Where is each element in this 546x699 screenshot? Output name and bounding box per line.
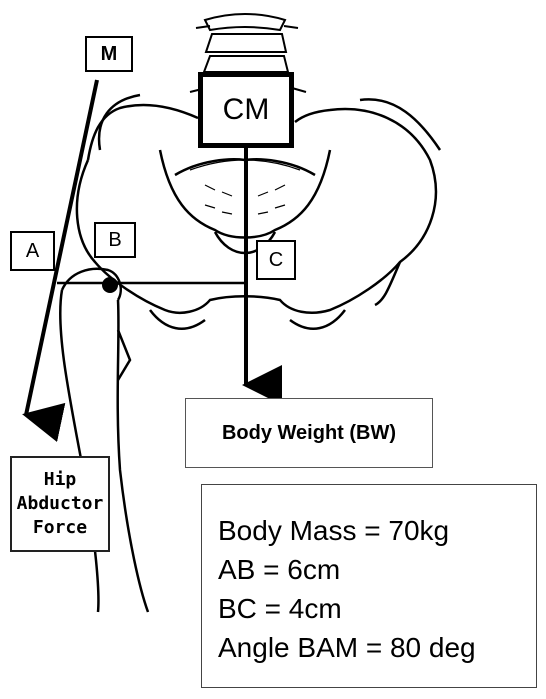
femur bbox=[59, 267, 150, 613]
point-m-label: M bbox=[85, 36, 133, 72]
point-b-label: B bbox=[94, 222, 136, 258]
ab-length-text: AB = 6cm bbox=[218, 554, 341, 585]
pelvis-outline bbox=[75, 93, 442, 330]
hip-abductor-line-3: Force bbox=[32, 517, 88, 538]
hip-abductor-arrow bbox=[22, 79, 99, 443]
parameters-box: Body Mass = 70kg AB = 6cm BC = 4cm Angle… bbox=[201, 484, 537, 688]
body-mass-text: Body Mass = 70kg bbox=[218, 515, 450, 546]
body-weight-label: Body Weight (BW) bbox=[185, 398, 433, 468]
point-a-label: A bbox=[10, 231, 55, 271]
hip-abductor-line-1: Hip bbox=[43, 469, 77, 490]
hip-abductor-force-label: Hip Abductor Force bbox=[10, 456, 110, 552]
point-c-label: C bbox=[256, 240, 296, 280]
bc-length-text: BC = 4cm bbox=[218, 593, 342, 624]
angle-bam-text: Angle BAM = 80 deg bbox=[218, 632, 476, 663]
hip-abductor-line-2: Abductor bbox=[16, 493, 104, 514]
hip-joint-center bbox=[102, 277, 118, 293]
center-of-mass-label: CM bbox=[198, 72, 294, 148]
